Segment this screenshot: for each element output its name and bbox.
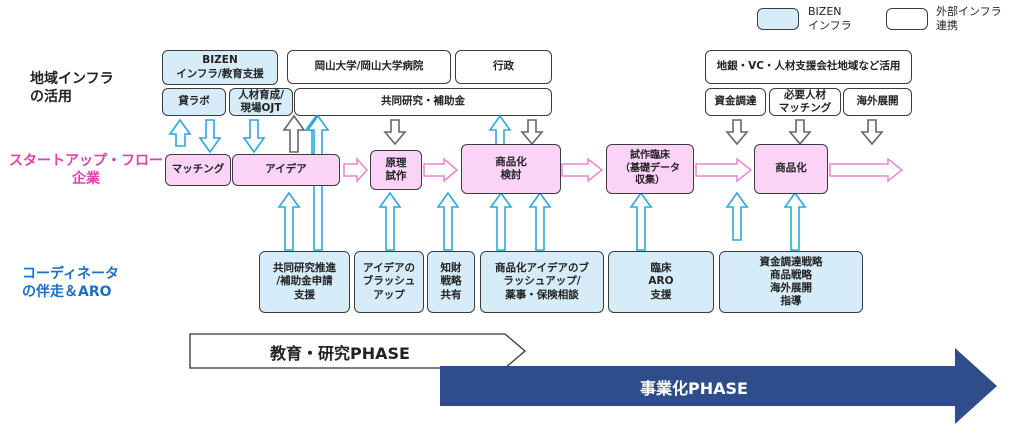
arrow-gray-down-gov	[520, 119, 544, 146]
flow-arrow-1	[343, 157, 369, 183]
arrow-gray-down-hr	[788, 119, 812, 146]
gov-box: 行政	[455, 50, 552, 84]
flow-arrow-4	[695, 157, 753, 183]
row-label-regional: 地域インフラ の活用	[30, 71, 114, 106]
hr-matching-box: 必要人材 マッチング	[769, 88, 841, 116]
edu-phase-arrow	[189, 333, 527, 369]
arrow-gray-down-prototype	[383, 119, 407, 146]
bizen-box: BIZEN インフラ/教育支援	[162, 50, 278, 85]
univ-box: 岡山大学/岡山大学病院	[287, 50, 451, 84]
biz-phase-label: 事業化PHASE	[640, 379, 748, 398]
legend-infra-label: BIZEN インフラ	[808, 5, 852, 33]
product-box: 商品化	[754, 144, 828, 194]
hr-training-box: 人材育成/ 現場OJT	[229, 88, 293, 116]
legend-external-label: 外部インフラ 連携	[936, 5, 1002, 33]
arrow-up-kashi	[168, 118, 192, 147]
idea-box: アイデア	[232, 154, 340, 186]
flow-arrow-2	[423, 157, 459, 183]
arrow-up-strategy-2	[783, 191, 807, 251]
arrow-up-product-2	[528, 191, 552, 251]
fund-box: 資金調達	[705, 88, 766, 116]
idea-brush-box: アイデアの ブラッシュ アップ	[354, 251, 424, 313]
joint-promo-box: 共同研究推進 /補助金申請 支援	[259, 251, 350, 313]
arrow-up-clinical	[629, 191, 653, 251]
kashi-lab-box: 貸ラボ	[162, 88, 226, 116]
row-label-startup: スタートアップ・フロー 企業	[9, 153, 163, 188]
arrow-up-joint-promo	[277, 191, 301, 251]
arrow-gray-down-fund	[725, 119, 749, 146]
legend-infra-swatch	[757, 8, 799, 30]
overseas-box: 海外展開	[843, 88, 912, 116]
product-brush-box: 商品化アイデアのブ ラッシュアップ/ 薬事・保険相談	[480, 251, 604, 313]
clinical-box: 臨床 ARO 支援	[608, 251, 714, 313]
arrow-up-ip	[436, 191, 460, 251]
product-review-box: 商品化 検討	[461, 144, 561, 194]
edu-phase-label: 教育・研究PHASE	[270, 344, 410, 363]
trial-box: 試作臨床 （基礎データ 収集）	[606, 144, 694, 194]
biz-phase-arrow	[440, 348, 997, 424]
row-label-coordinator: コーディネータ の伴走＆ARO	[22, 266, 120, 301]
joint-research-box: 共同研究・補助金	[294, 88, 552, 116]
arrow-gray-down-overseas	[860, 119, 884, 146]
regional-bank-box: 地銀・VC・人材支援会社地域など活用	[705, 50, 912, 84]
matching-box: マッチング	[165, 154, 231, 186]
flow-arrow-3	[561, 157, 604, 183]
arrow-down-hr	[242, 119, 266, 154]
arrow-gray-up-hr	[282, 114, 306, 153]
flow-arrow-5	[829, 157, 904, 183]
arrow-down-kashi	[198, 119, 222, 154]
prototype-box: 原理 試作	[370, 150, 422, 190]
arrow-up-product-long	[489, 191, 513, 251]
ip-box: 知財 戦略 共有	[427, 251, 475, 313]
arrow-up-idea-brush	[378, 191, 402, 251]
legend-external-swatch	[886, 8, 928, 30]
strategy-box: 資金調達戦略 商品戦略 海外展開 指導	[719, 251, 863, 313]
arrow-up-strategy-1	[725, 191, 749, 241]
